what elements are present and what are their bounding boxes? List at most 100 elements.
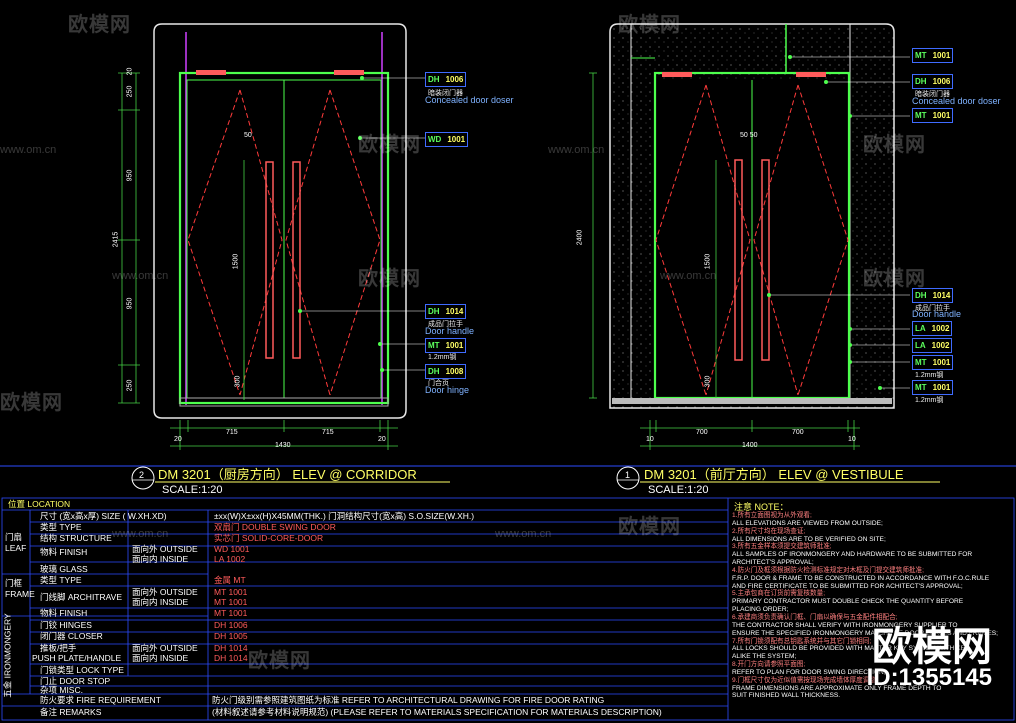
row-label: 备注 REMARKS bbox=[40, 707, 102, 717]
tag-sub-cn: 暗装闭门器 bbox=[915, 91, 950, 98]
tag-code: DH bbox=[428, 367, 440, 376]
tag-code: DH bbox=[428, 307, 440, 316]
group-label-leaf: 门扇 LEAF bbox=[5, 532, 27, 553]
watermark-brand: 欧模网 bbox=[358, 266, 421, 290]
tag-sub-cn: 1.2mm钢 bbox=[428, 354, 457, 361]
watermark-id: ID:1355145 bbox=[866, 664, 992, 691]
dim-label: 700 bbox=[696, 429, 708, 436]
material-tag[interactable]: DH 1014 bbox=[425, 304, 467, 319]
watermark-brand: 欧模网 bbox=[0, 390, 63, 414]
row-label: 物料 FINISH bbox=[40, 608, 88, 618]
note-line: ALIKE THE SYSTEM; bbox=[732, 653, 797, 661]
note-line: 6.承建商须负责确认门框、门扇以确保与五金配件相配合; bbox=[732, 613, 898, 621]
note-line: THE CONTRACTOR SHALL VERIFY WITH IRONMON… bbox=[732, 621, 958, 629]
dim-label: 715 bbox=[322, 429, 334, 436]
watermark-domain: www.om.cn bbox=[0, 144, 57, 156]
watermark-brand: 欧模网 bbox=[68, 12, 131, 36]
tag-code: MT bbox=[915, 358, 927, 367]
note-line: FRAME DIMENSIONS ARE APPROXIMATE ONLY FR… bbox=[732, 684, 942, 692]
row-dir: 面向外 OUTSIDE bbox=[132, 587, 198, 597]
row-value: LA 1002 bbox=[214, 554, 246, 564]
dim-label: 50 50 bbox=[740, 132, 758, 139]
row-value: MT 1001 bbox=[214, 597, 248, 607]
note-line: 1.所有立面图视为从外观看; bbox=[732, 512, 812, 519]
note-line: REFER TO PLAN FOR DOOR SWING DIRECTION; bbox=[732, 668, 886, 676]
tag-number: 1014 bbox=[445, 307, 464, 316]
tag-code: DH bbox=[428, 75, 440, 84]
tag-label-en: Door hinge bbox=[425, 385, 470, 395]
note-line: F.R.P. DOOR & FRAME TO BE CONSTRUCTED IN… bbox=[732, 574, 990, 582]
row-label: 门铰 HINGES bbox=[40, 620, 92, 630]
dim-label: 1500 bbox=[232, 253, 240, 270]
tag-code: DH bbox=[915, 291, 927, 300]
note-line: 9.门框尺寸仅为近似值需按现场完成墙体厚度调整; bbox=[732, 676, 878, 684]
tag-number: 1001 bbox=[932, 111, 951, 120]
dim-label: 1400 bbox=[742, 442, 758, 449]
tag-number: 1008 bbox=[445, 367, 464, 376]
row-label: PUSH PLATE/HANDLE bbox=[32, 653, 122, 663]
tag-code: LA bbox=[915, 324, 926, 333]
row-label: 杂项 MISC. bbox=[40, 685, 83, 695]
row-label: 尺寸 (宽x高x厚) SIZE ( W.XH.XD) bbox=[40, 511, 167, 521]
tag-label-en: Door handle bbox=[425, 326, 475, 336]
row-label: 推板/把手 bbox=[40, 643, 77, 653]
tag-number: 1001 bbox=[932, 383, 951, 392]
tag-code: MT bbox=[915, 383, 927, 392]
dim-label: 2415 bbox=[112, 231, 120, 248]
row-value: DH 1014 bbox=[214, 653, 248, 663]
row-label: 闭门器 CLOSER bbox=[40, 631, 103, 641]
group-label-ironmongery: 五金 IRONMONGERY bbox=[2, 613, 13, 698]
notes-list: 1.所有立面图视为从外观看; ALL ELEVATIONS ARE VIEWED… bbox=[732, 512, 1014, 700]
note-line: 7.所有门锁须配有总钥匙系统并与其它门锁相同; bbox=[732, 637, 872, 645]
row-value: 防火门级别需参照建筑图纸为标准 REFER TO ARCHITECTURAL D… bbox=[212, 695, 605, 705]
tag-label-en: Door handle bbox=[912, 309, 962, 319]
watermark-brand: 欧模网 bbox=[618, 514, 681, 538]
elevation-number: 1 bbox=[625, 470, 631, 480]
note-line: 8.开门方向请参照平面图; bbox=[732, 661, 806, 669]
row-value: 双扇门 DOUBLE SWING DOOR bbox=[214, 522, 336, 532]
dim-label: 950 bbox=[126, 297, 134, 310]
material-tag[interactable]: DH 1006 bbox=[912, 74, 954, 89]
tag-number: 1006 bbox=[445, 75, 464, 84]
tag-number: 1014 bbox=[932, 291, 951, 300]
row-dir: 面向内 INSIDE bbox=[132, 554, 189, 564]
tag-number: 1006 bbox=[932, 77, 951, 86]
row-label: 门锁类型 LOCK TYPE bbox=[40, 665, 124, 675]
dim-label: 250 bbox=[126, 379, 134, 392]
tag-code: MT bbox=[428, 341, 440, 350]
row-dir: 面向外 OUTSIDE bbox=[132, 544, 198, 554]
watermark-domain: www.om.cn bbox=[660, 270, 717, 282]
schedule-header: 位置 LOCATION bbox=[8, 499, 71, 509]
row-value: DH 1006 bbox=[214, 620, 248, 630]
watermark-brand: 欧模网 bbox=[863, 132, 926, 156]
row-value: DH 1005 bbox=[214, 631, 248, 641]
tag-code: DH bbox=[915, 77, 927, 86]
title-bars bbox=[0, 465, 1016, 490]
material-tag[interactable]: DH 1006 bbox=[425, 72, 467, 87]
material-tag[interactable]: MT 1001 bbox=[912, 355, 954, 370]
material-tag[interactable]: DH 1008 bbox=[425, 364, 467, 379]
row-dir: 面向外 OUTSIDE bbox=[132, 643, 198, 653]
material-tag[interactable]: DH 1014 bbox=[912, 288, 954, 303]
note-line: 4.防火门及框须根据防火检测标准规定对木框及门提交建筑师批准; bbox=[732, 566, 924, 574]
row-label: 玻璃 GLASS bbox=[40, 564, 88, 574]
tag-number: 1001 bbox=[932, 358, 951, 367]
dim-label: 250 bbox=[126, 85, 134, 98]
row-label: 结构 STRUCTURE bbox=[40, 533, 112, 543]
row-dir: 面向内 INSIDE bbox=[132, 653, 189, 663]
note-line: PLACING ORDER; bbox=[732, 606, 789, 614]
row-value: WD 1001 bbox=[214, 544, 250, 554]
tag-sub-cn: 门合页 bbox=[428, 380, 449, 387]
row-label: 物料 FINISH bbox=[40, 547, 88, 557]
tag-label-en: Concealed door doser bbox=[425, 95, 514, 105]
tag-sub-cn: 暗装闭门器 bbox=[428, 90, 463, 97]
note-line: ALL LOCKS SHOULD BE PROVIDED WITH MASTER… bbox=[732, 645, 970, 653]
material-tag[interactable]: MT 1001 bbox=[912, 380, 954, 395]
